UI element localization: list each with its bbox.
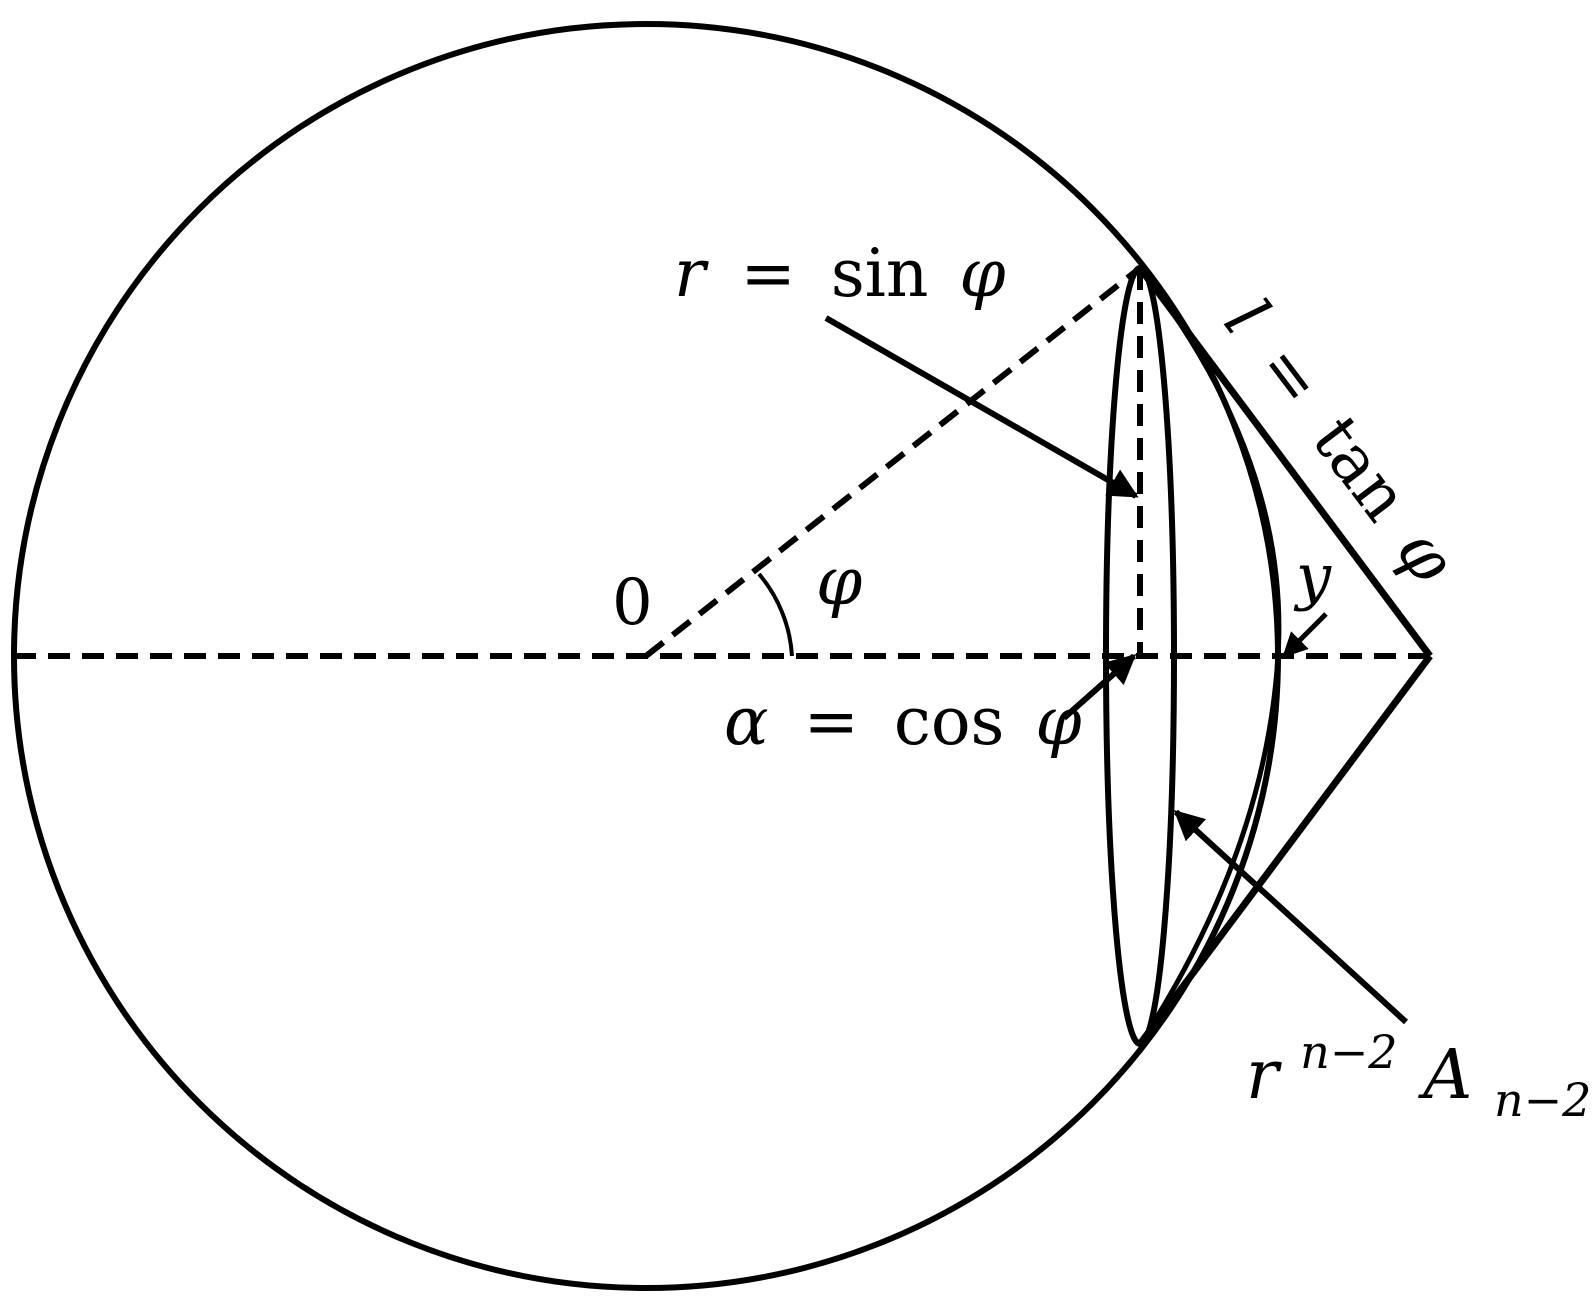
distance-arg: φ — [1035, 683, 1081, 760]
distance-eq: = — [804, 683, 859, 760]
height-label-arrow — [1282, 612, 1328, 658]
angle-arc — [757, 572, 794, 657]
area-symbol: A — [1417, 1036, 1472, 1115]
area-subscript: n−2 — [1494, 1073, 1591, 1127]
distance-var: α — [724, 683, 769, 760]
radius-label: r = sin φ — [674, 235, 1006, 312]
tangent-line-upper — [1137, 265, 1433, 659]
origin-label: 0 — [612, 566, 653, 640]
angle-label: φ — [816, 543, 862, 620]
tangent-line-lower — [1137, 653, 1433, 1047]
radius-dashed-line — [644, 265, 1142, 659]
height-label: y — [1293, 540, 1332, 613]
radius-eq: = — [741, 235, 796, 312]
radius-arg: φ — [959, 235, 1005, 312]
tangent-func: tan — [1297, 402, 1424, 535]
distance-func: cos — [894, 683, 1005, 760]
cap-surface-arc — [1137, 266, 1282, 1046]
tangent-var: l — [1209, 285, 1283, 348]
tangent-eq: = — [1243, 330, 1338, 421]
area-label-arrow — [1173, 809, 1409, 1025]
area-superscript: n−2 — [1300, 1025, 1397, 1079]
tangent-arg: φ — [1381, 514, 1470, 597]
tangent-label: l = tan φ — [1209, 285, 1470, 596]
radius-var: r — [674, 235, 709, 312]
area-label: r n−2 A n−2 — [1246, 1006, 1591, 1127]
area-base: r — [1246, 1036, 1282, 1115]
radius-label-arrow — [824, 315, 1139, 499]
distance-label-arrow — [1062, 653, 1137, 721]
radius-func: sin — [831, 235, 929, 312]
distance-label: α = cos φ — [724, 683, 1082, 760]
